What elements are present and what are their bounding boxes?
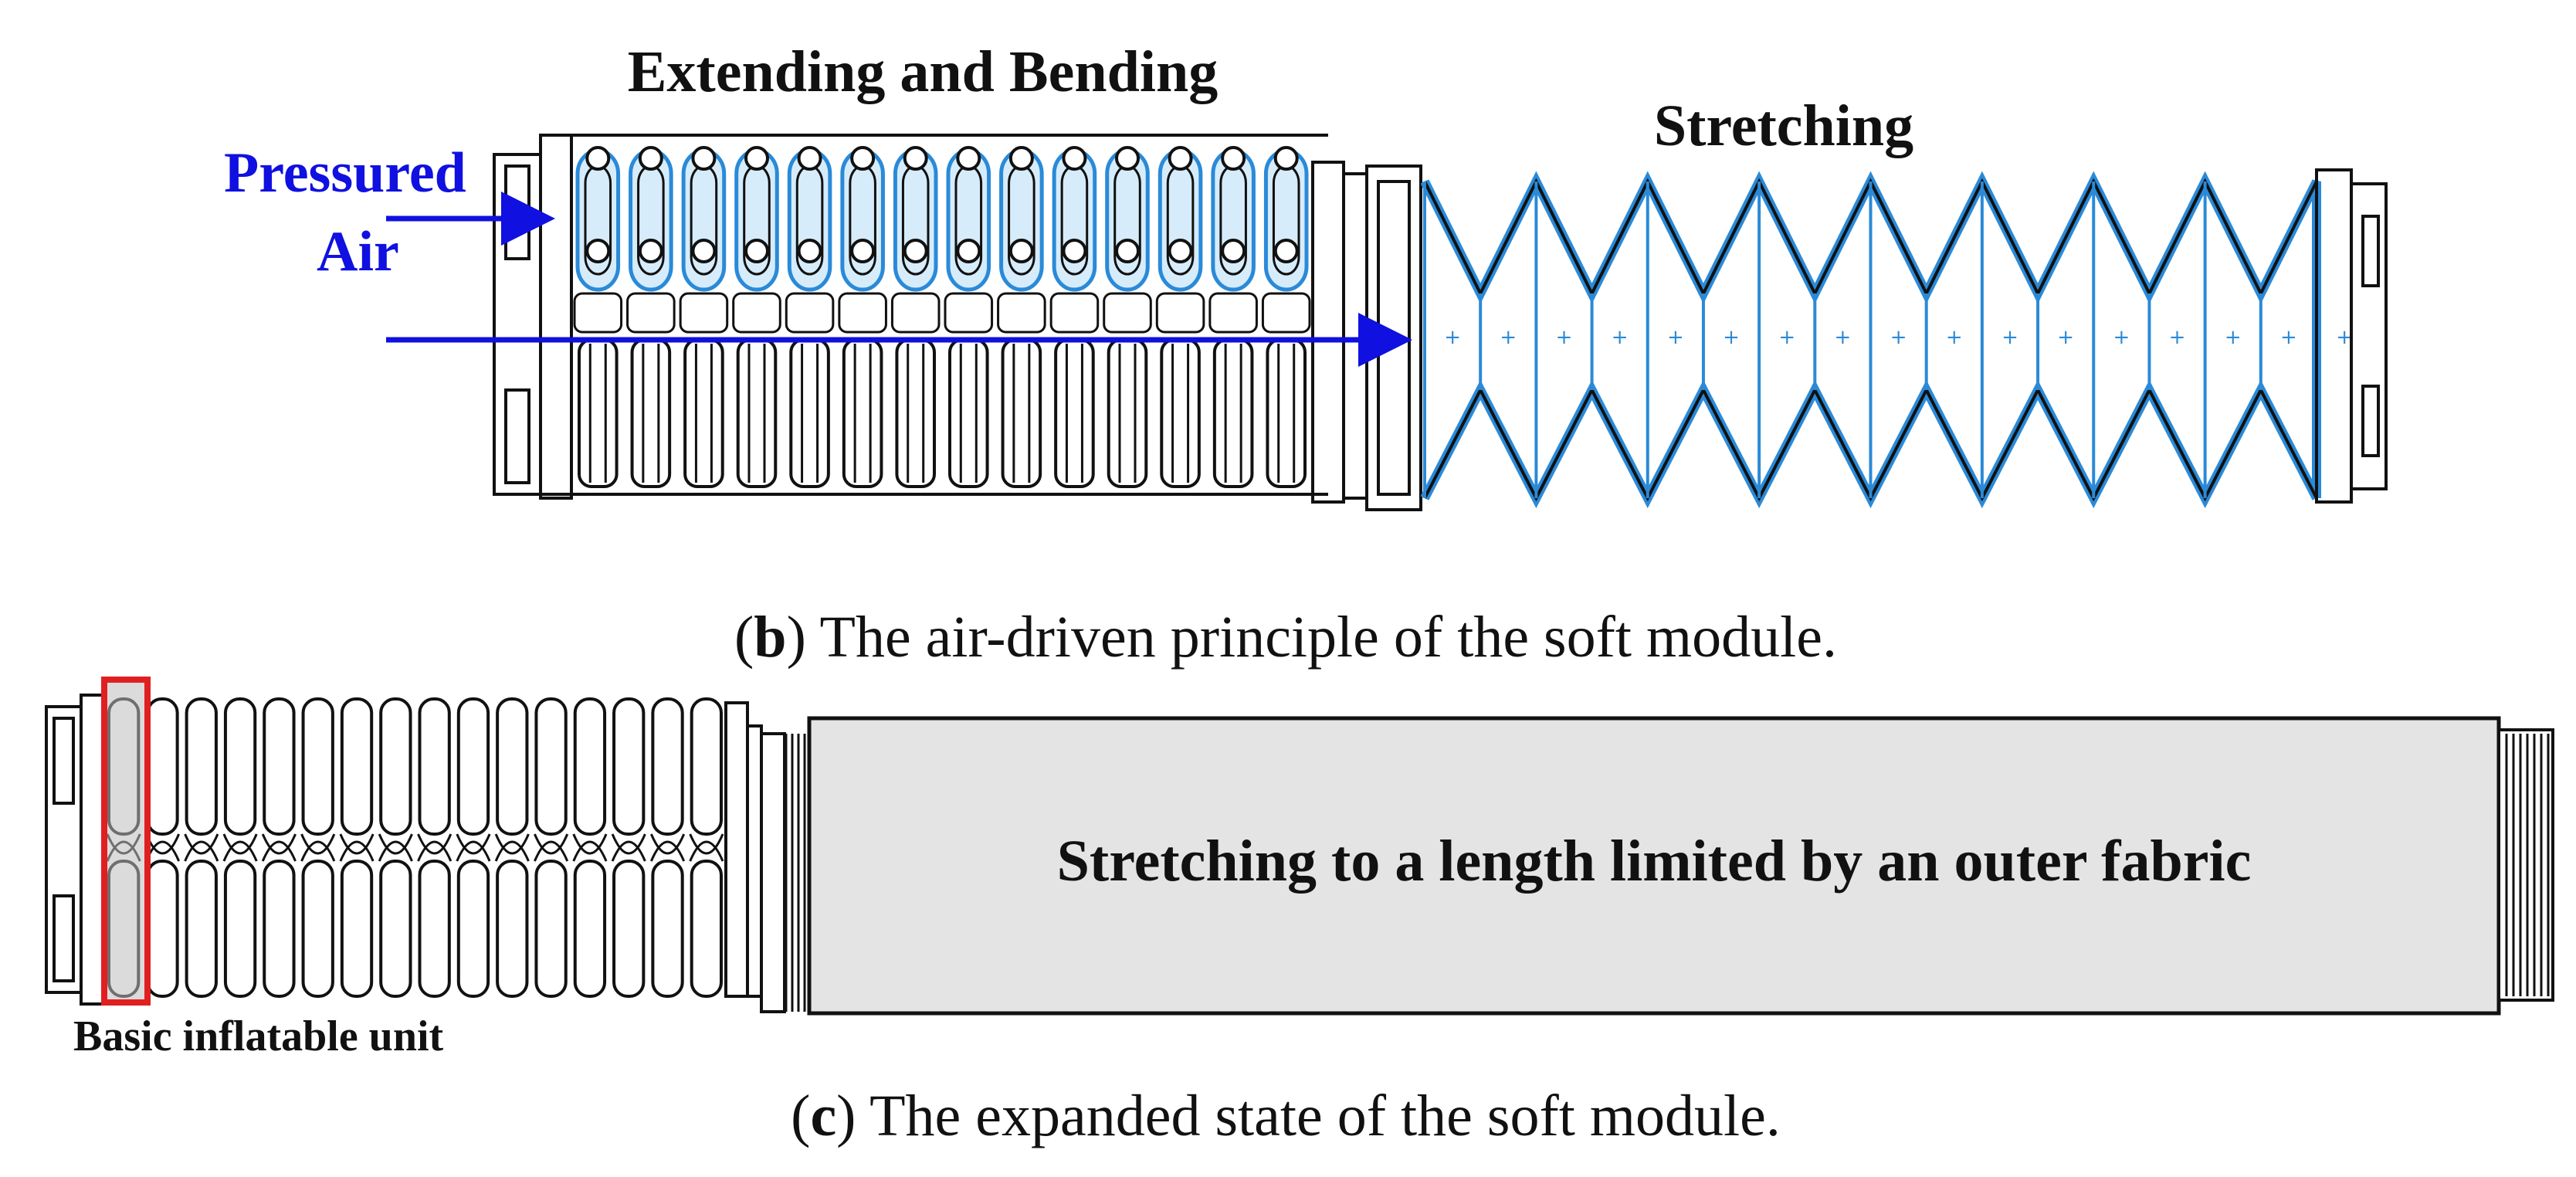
c-bellows-unit (534, 697, 569, 998)
module-connector (1311, 161, 1422, 511)
bellows-unit (1155, 146, 1205, 488)
bellows-unit (785, 146, 835, 488)
pressure-mark: + (2280, 326, 2297, 349)
bellows-unit (1103, 146, 1152, 488)
pressured-label: Pressured (224, 141, 466, 205)
c-bellows-unit (222, 697, 258, 998)
c-bellows-unit (144, 697, 181, 998)
c-bellows-unit (417, 697, 452, 998)
caption-b-letter: b (754, 605, 786, 670)
pressure-mark: + (1612, 326, 1629, 349)
c-bellows-unit (456, 697, 491, 998)
bellows-unit (1049, 146, 1100, 488)
c-bellows-unit (649, 697, 686, 998)
caption-c-text: ) The expanded state of the soft module. (836, 1084, 1781, 1148)
pressure-mark: + (1890, 326, 1907, 349)
extending-bending-label: Extending and Bending (628, 39, 1219, 104)
panel-b: Extending and Bending Stretching Pressur… (224, 39, 2388, 670)
basic-unit-highlight (101, 677, 151, 1006)
bellows-unit (1208, 146, 1258, 488)
pressure-mark: + (2225, 326, 2242, 349)
c-connector (724, 701, 786, 1013)
caption-b: (b) The air-driven principle of the soft… (734, 605, 1837, 670)
c-bellows-unit (300, 697, 336, 998)
right-end-block (2497, 728, 2554, 1002)
pressure-mark: + (1444, 326, 1461, 349)
outer-fabric-sleeve (807, 716, 2501, 1016)
caption-b-text: ) The air-driven principle of the soft m… (787, 605, 1837, 670)
c-bellows-unit (378, 697, 413, 998)
bellows-unit (626, 146, 676, 488)
c-bellows-unit (261, 697, 297, 998)
pressure-mark: + (1778, 326, 1795, 349)
pressure-mark: + (2113, 326, 2130, 349)
bellows-unit (1261, 146, 1311, 488)
extending-bellows (541, 134, 1328, 496)
bellows-unit (679, 146, 729, 488)
pressure-mark: + (1723, 326, 1740, 349)
pressure-mark: + (2001, 326, 2018, 349)
pressure-mark: + (1667, 326, 1684, 349)
pressure-mark: + (1835, 326, 1852, 349)
caption-c-letter: c (810, 1084, 836, 1148)
bellows-unit (573, 146, 623, 488)
c-bellows-unit (611, 697, 646, 998)
panel-c: Basic inflatable unit Stretching to a le… (45, 677, 2554, 1148)
bellows-unit (890, 146, 941, 488)
fabric-label: Stretching to a length limited by an out… (1057, 829, 2252, 894)
c-right-endcap (2497, 728, 2554, 1002)
c-bellows-unit (494, 697, 530, 998)
c-bellows-unit (184, 697, 219, 998)
bellows-unit (838, 146, 887, 488)
caption-c: (c) The expanded state of the soft modul… (791, 1084, 1781, 1148)
basic-unit-label: Basic inflatable unit (73, 1012, 444, 1060)
c-connector-ribs (785, 734, 806, 1012)
bellows-unit (732, 146, 781, 488)
pressure-mark: + (1946, 326, 1963, 349)
c-bellows-unit (689, 697, 724, 998)
stretch-right-endcap (2315, 168, 2388, 504)
pressure-mark: + (1556, 326, 1573, 349)
stretching-label: Stretching (1654, 93, 1913, 158)
c-left-endcap (45, 694, 106, 1006)
stretching-chamber: + + + + + + + + + + + + + + + + + (1420, 171, 2353, 509)
pressure-mark: + (2057, 326, 2074, 349)
pressure-mark: + (1500, 326, 1517, 349)
c-bellows-unit (339, 697, 375, 998)
air-label: Air (317, 220, 399, 283)
pressure-mark: + (2169, 326, 2186, 349)
c-bellows (106, 697, 724, 998)
pressure-mark: + (2336, 326, 2353, 349)
bellows-unit (944, 146, 994, 488)
c-bellows-unit (572, 697, 608, 998)
bellows-left-endcap (493, 134, 573, 500)
bellows-unit (997, 146, 1046, 488)
